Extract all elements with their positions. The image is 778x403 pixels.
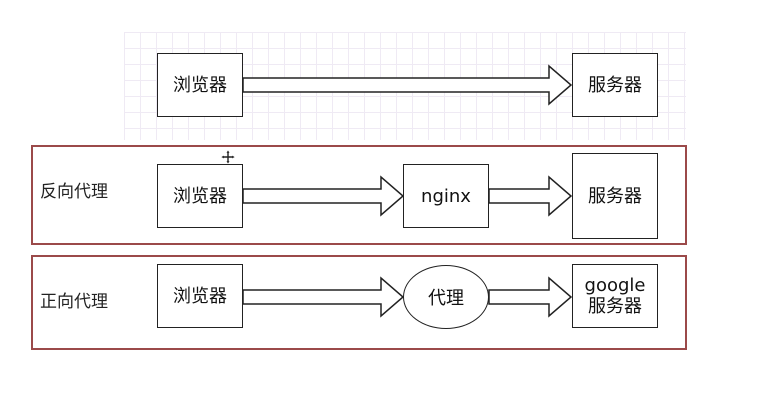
row2-browser-label: 浏览器 bbox=[173, 185, 227, 207]
reverse-proxy-label: 反向代理 bbox=[40, 182, 108, 202]
row2-server-label: 服务器 bbox=[588, 185, 642, 207]
row3-arrow-proxy-to-server bbox=[488, 276, 573, 318]
move-cursor-icon bbox=[221, 150, 235, 164]
row1-arrow-browser-to-server bbox=[242, 64, 573, 106]
row3-proxy-label: 代理 bbox=[428, 288, 464, 309]
row1-server-box: 服务器 bbox=[572, 53, 658, 117]
forward-proxy-frame bbox=[31, 255, 687, 350]
row2-nginx-box: nginx bbox=[403, 164, 489, 228]
row3-google-server-box: google 服务器 bbox=[572, 264, 658, 328]
row2-arrow-browser-to-nginx bbox=[242, 175, 405, 217]
row3-arrow-browser-to-proxy bbox=[242, 276, 405, 318]
row3-google-server-label: google 服务器 bbox=[584, 275, 646, 317]
row2-nginx-label: nginx bbox=[421, 185, 471, 207]
row2-arrow-nginx-to-server bbox=[488, 175, 573, 217]
row3-proxy-ellipse: 代理 bbox=[403, 265, 489, 329]
row1-browser-box: 浏览器 bbox=[157, 53, 243, 117]
row1-browser-label: 浏览器 bbox=[173, 74, 227, 96]
row2-browser-box: 浏览器 bbox=[157, 164, 243, 228]
row3-browser-box: 浏览器 bbox=[157, 264, 243, 328]
row3-browser-label: 浏览器 bbox=[173, 285, 227, 307]
row1-server-label: 服务器 bbox=[588, 74, 642, 96]
reverse-proxy-frame bbox=[31, 145, 687, 245]
row2-server-box: 服务器 bbox=[572, 153, 658, 239]
forward-proxy-label: 正向代理 bbox=[40, 292, 108, 312]
